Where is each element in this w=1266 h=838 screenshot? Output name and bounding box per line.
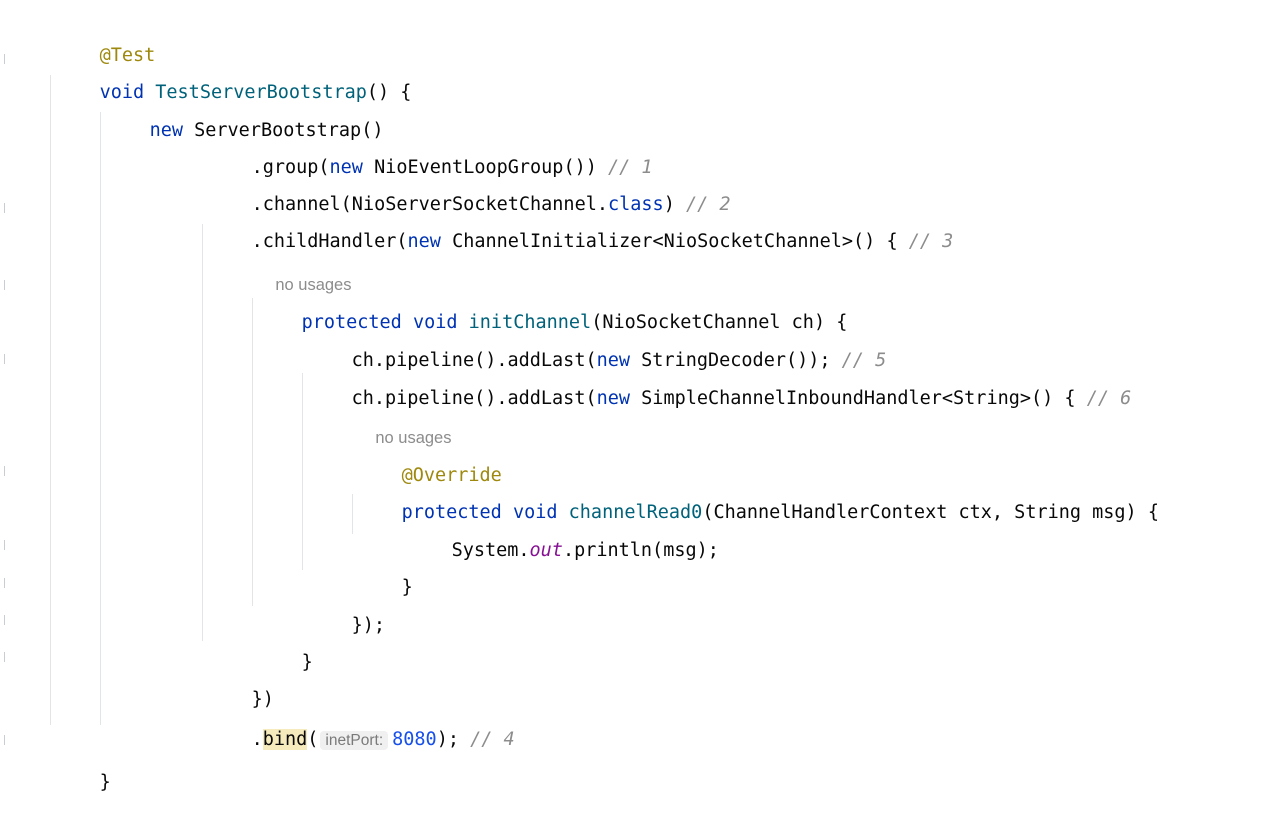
code-token: ch.pipeline().addLast( — [351, 350, 597, 371]
method-name: initChannel — [468, 312, 592, 333]
keyword: protected — [301, 312, 402, 333]
code-token: .println(msg); — [562, 540, 719, 561]
keyword: class — [607, 194, 664, 215]
code-editor[interactable]: @Test void TestServerBootstrap() { new S… — [0, 0, 1266, 805]
comment: // 4 — [470, 729, 515, 750]
comment: // 1 — [608, 157, 653, 178]
code-line[interactable]: new ServerBootstrap() — [105, 75, 384, 141]
code-token: (NioSocketChannel ch) { — [591, 312, 848, 333]
code-line[interactable]: } — [257, 607, 313, 673]
usages-hint[interactable]: no usages — [257, 230, 351, 294]
code-line[interactable]: protected void channelRead0(ChannelHandl… — [357, 457, 1159, 523]
code-token: } — [301, 652, 313, 673]
comment: // 2 — [685, 194, 731, 215]
code-token: SimpleChannelInboundHandler<String>() { — [641, 388, 1076, 409]
code-line[interactable]: .childHandler(new ChannelInitializer<Nio… — [207, 186, 954, 252]
code-token: () { — [366, 82, 412, 103]
fold-marker[interactable] — [0, 578, 5, 588]
fold-marker[interactable] — [0, 203, 5, 213]
method-name: channelRead0 — [568, 502, 703, 523]
code-line[interactable]: }) — [207, 644, 274, 710]
code-token: ) — [663, 194, 675, 215]
indent-guide — [202, 224, 203, 641]
code-line[interactable]: .bind(inetPort:8080); // 4 — [207, 684, 515, 750]
keyword: new — [329, 157, 363, 178]
code-token: StringDecoder()); — [641, 350, 831, 371]
keyword: void — [412, 312, 458, 333]
code-token: ch.pipeline().addLast( — [351, 388, 597, 409]
usages-hint[interactable]: no usages — [357, 383, 451, 447]
usages-hint-text: no usages — [375, 429, 452, 447]
keyword: new — [407, 231, 441, 252]
code-line[interactable]: }); — [307, 570, 385, 636]
usages-hint-text: no usages — [275, 276, 352, 294]
code-token: .channel(NioServerSocketChannel. — [251, 194, 608, 215]
indent-guide — [352, 494, 353, 534]
keyword: void — [99, 82, 145, 103]
fold-marker[interactable] — [0, 615, 5, 625]
comment: // 3 — [908, 231, 954, 252]
indent-guide — [50, 75, 51, 725]
fold-marker[interactable] — [0, 466, 5, 476]
indent-guide — [100, 112, 101, 725]
code-line[interactable]: @Test — [55, 0, 156, 66]
code-token: }) — [251, 689, 274, 710]
code-token: (ChannelHandlerContext ctx, String msg) … — [702, 502, 1159, 523]
comment: // 5 — [841, 350, 887, 371]
parameter-hint: inetPort: — [320, 731, 389, 750]
keyword: protected — [401, 502, 502, 523]
fold-marker[interactable] — [0, 540, 5, 550]
code-line[interactable]: void TestServerBootstrap() { — [55, 37, 412, 103]
code-line[interactable]: .channel(NioServerSocketChannel.class) /… — [207, 149, 731, 215]
code-token: NioEventLoopGroup()) — [374, 157, 597, 178]
number-literal: 8080 — [392, 729, 437, 750]
static-field: out — [529, 540, 563, 561]
code-token: .group( — [251, 157, 330, 178]
code-token: System. — [451, 540, 530, 561]
code-token: .childHandler( — [251, 231, 408, 252]
code-line[interactable]: ch.pipeline().addLast(new SimpleChannelI… — [307, 343, 1132, 409]
code-token: } — [401, 577, 413, 598]
fold-marker[interactable] — [0, 652, 5, 662]
comment: // 6 — [1086, 388, 1132, 409]
code-token: ( — [307, 729, 319, 750]
fold-marker[interactable] — [0, 54, 5, 64]
code-line[interactable]: } — [357, 532, 413, 598]
keyword: new — [149, 120, 183, 141]
keyword: new — [596, 350, 631, 371]
fold-marker[interactable] — [0, 735, 5, 745]
code-token: . — [251, 729, 263, 750]
code-line[interactable]: System.out.println(msg); — [407, 495, 719, 561]
code-token: }); — [351, 615, 385, 636]
code-line[interactable]: protected void initChannel(NioSocketChan… — [257, 267, 848, 333]
code-token: ChannelInitializer<NioSocketChannel>() { — [452, 231, 898, 252]
keyword: new — [596, 388, 631, 409]
code-line[interactable]: .group(new NioEventLoopGroup()) // 1 — [207, 112, 653, 178]
highlighted-method: bind — [262, 729, 308, 750]
code-line[interactable]: } — [55, 727, 111, 793]
annotation-override: @Override — [401, 465, 502, 486]
annotation-test: @Test — [99, 45, 156, 66]
code-line[interactable]: @Override — [357, 420, 502, 486]
keyword: void — [512, 502, 558, 523]
code-line[interactable]: ch.pipeline().addLast(new StringDecoder(… — [307, 305, 887, 371]
code-token: ServerBootstrap() — [194, 120, 384, 141]
fold-marker[interactable] — [0, 354, 5, 364]
code-token: ); — [436, 729, 459, 750]
indent-guide — [302, 373, 303, 570]
indent-guide — [252, 298, 253, 606]
code-token: } — [99, 772, 111, 793]
fold-marker[interactable] — [0, 280, 5, 290]
method-name: TestServerBootstrap — [155, 82, 367, 103]
